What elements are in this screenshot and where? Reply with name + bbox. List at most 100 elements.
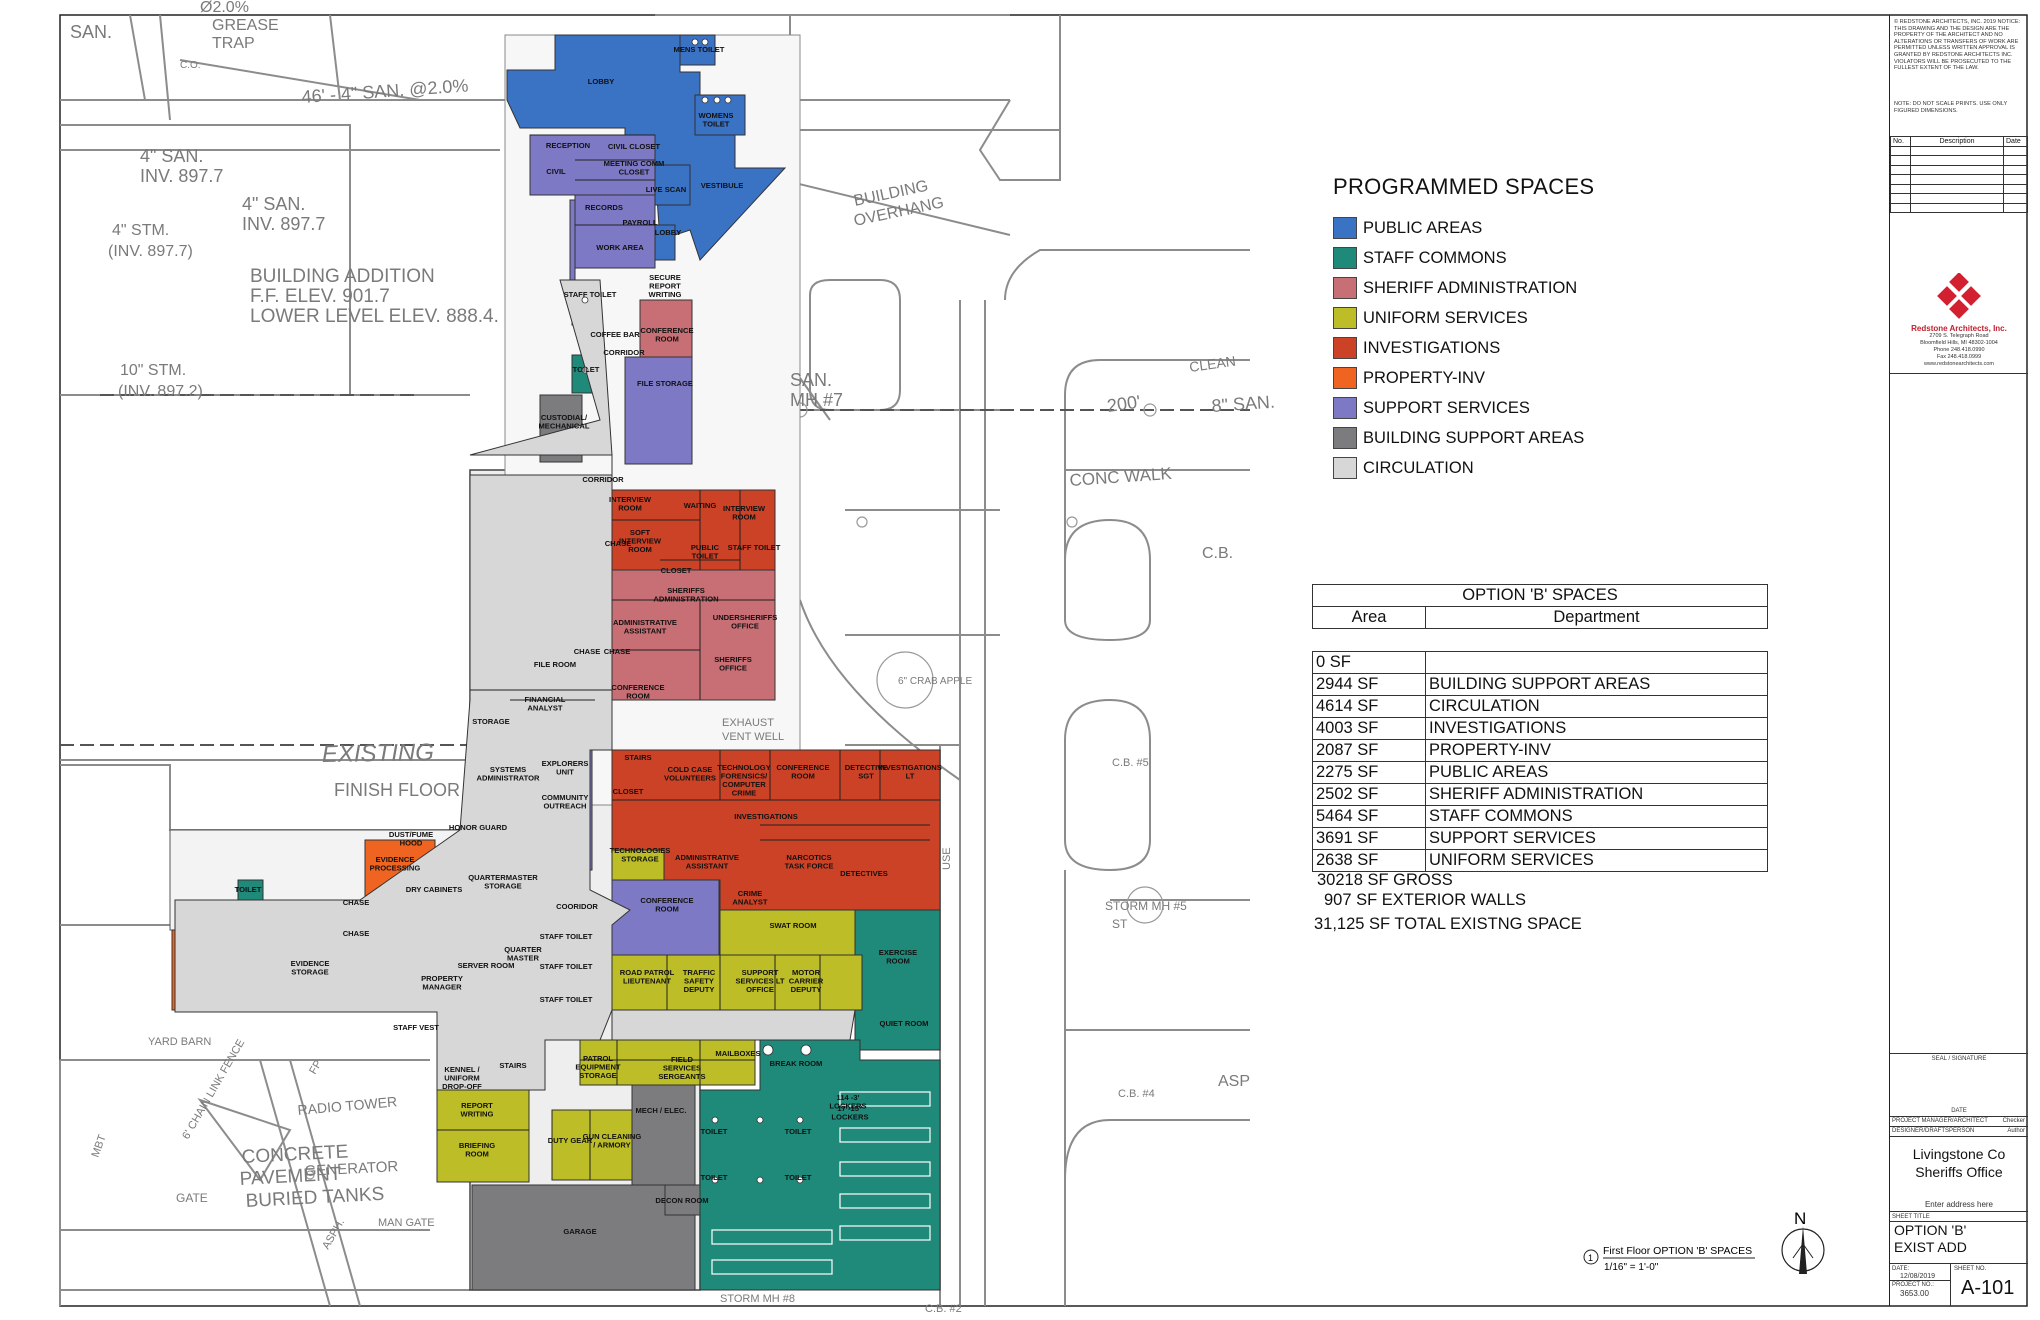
room-label-line: EVIDENCE (291, 959, 330, 968)
room-label-line: WORK AREA (596, 243, 644, 252)
room-label-line: SGT (858, 772, 874, 781)
room-label: WORK AREA (596, 243, 644, 252)
room-label-line: SYSTEMS (490, 765, 526, 774)
revision-table: No. Description Date (1890, 136, 2028, 213)
sheet-no-caption: SHEET NO. (1954, 1266, 1987, 1272)
room-label: TOILET (235, 885, 262, 894)
room-label-line: HOOD (400, 839, 423, 848)
firm-city: Bloomfield Hills, MI 48302-1004 (1920, 340, 1998, 346)
redstone-logo-icon (1937, 272, 1981, 319)
site-label: SAN. (790, 370, 832, 390)
scale-notice: NOTE: DO NOT SCALE PRINTS. USE ONLY FIGU… (1894, 101, 2008, 114)
site-label: (INV. 897.7) (108, 243, 193, 260)
room-label-line: PATROL (583, 1054, 613, 1063)
room-label-line: LOCKERS (829, 1102, 866, 1111)
legend-label: INVESTIGATIONS (1363, 338, 1501, 357)
site-label: TRAP (212, 35, 255, 52)
room-label-line: ASSISTANT (624, 627, 667, 636)
locker-rows (711, 1091, 931, 1275)
room-label-line: STAFF TOILET (540, 962, 593, 971)
divider (1950, 1263, 1951, 1306)
room-label-line: DETECTIVE (845, 763, 888, 772)
site-label: INV. 897.7 (242, 214, 325, 234)
room-label: BREAK ROOM (770, 1059, 823, 1068)
room-label-line: SUPPORT (742, 968, 779, 977)
room-label: VESTIBULE (701, 181, 744, 190)
room-label: TOILET (701, 1127, 728, 1136)
view-title: First Floor OPTION 'B' SPACES (1603, 1245, 1752, 1257)
room-label-line: ROOM (655, 335, 679, 344)
room-label-line: VOLUNTEERS (664, 774, 716, 783)
site-label: MBT (90, 1133, 109, 1159)
site-label: C.B. (1202, 545, 1233, 562)
room-label: CIVIL CLOSET (608, 142, 661, 151)
room-label-line: LOCKERS (831, 1113, 868, 1122)
site-label: ASP (1218, 1073, 1250, 1090)
room-label-line: COMMUNITY (542, 793, 589, 802)
room-label-line: TOILET (235, 885, 262, 894)
rev-no-header: No. (1890, 136, 1911, 147)
site-label: 6" CRAB APPLE (898, 676, 972, 687)
spaces-table-title: OPTION 'B' SPACES (1312, 584, 1768, 607)
room-label-line: CHASE (604, 647, 631, 656)
room-label-line: CHASE (605, 539, 632, 548)
room-label-line: CLOSET (613, 787, 644, 796)
room-label: CLOSET (661, 566, 692, 575)
room-label: STORAGE (472, 717, 509, 726)
room-label-line: CONFERENCE (640, 326, 693, 335)
room-label-line: CRIME (732, 789, 756, 798)
room-label-line: ADMINISTRATIVE (675, 853, 739, 862)
room-label-line: TECHNOLOGIES (610, 846, 671, 855)
legend-label: BUILDING SUPPORT AREAS (1363, 428, 1585, 447)
firm-name: Redstone Architects, Inc. (1911, 324, 2007, 333)
date-label: DATE (1951, 1108, 1967, 1114)
room-label: STAFF TOILET (564, 290, 617, 299)
room-label: CORRIDOR (582, 475, 624, 484)
room-label-line: WRITING (649, 290, 682, 299)
room-label-line: MECHANICAL (538, 422, 589, 431)
firm-fax: Fax 248.418.0999 (1936, 354, 1982, 360)
room-label-line: STAFF TOILET (540, 932, 593, 941)
room-label-line: SWAT ROOM (769, 921, 816, 930)
department-cell (1425, 651, 1768, 674)
divider (1890, 1280, 1950, 1281)
firm-phone: Phone 248.418.0990 (1933, 347, 1985, 353)
rev-date-header: Date (2003, 136, 2028, 147)
table-row: 0 SF (1312, 651, 1768, 674)
room-label-line: CLOSET (661, 566, 692, 575)
room-label-line: CONFERENCE (611, 683, 664, 692)
site-label: YARD BARN (148, 1036, 211, 1048)
area-cell: 4003 SF (1312, 717, 1426, 740)
copyright-notice: © REDSTONE ARCHITECTS, INC. 2019 NOTICE:… (1894, 19, 2021, 72)
room-label-line: SERVICES LT (735, 977, 784, 986)
room-label-line: ROOM (886, 957, 910, 966)
room-label: FILE STORAGE (637, 379, 693, 388)
room-label-line: BRIEFING (459, 1141, 495, 1150)
site-label: 4" SAN. (242, 194, 305, 214)
site-label: EXHAUST (722, 717, 774, 729)
area-cell: 2944 SF (1312, 673, 1426, 696)
room-label-line: STAFF VEST (393, 1023, 439, 1032)
room-label-line: STORAGE (472, 717, 509, 726)
project-no-caption: PROJECT NO.: (1892, 1282, 1934, 1288)
